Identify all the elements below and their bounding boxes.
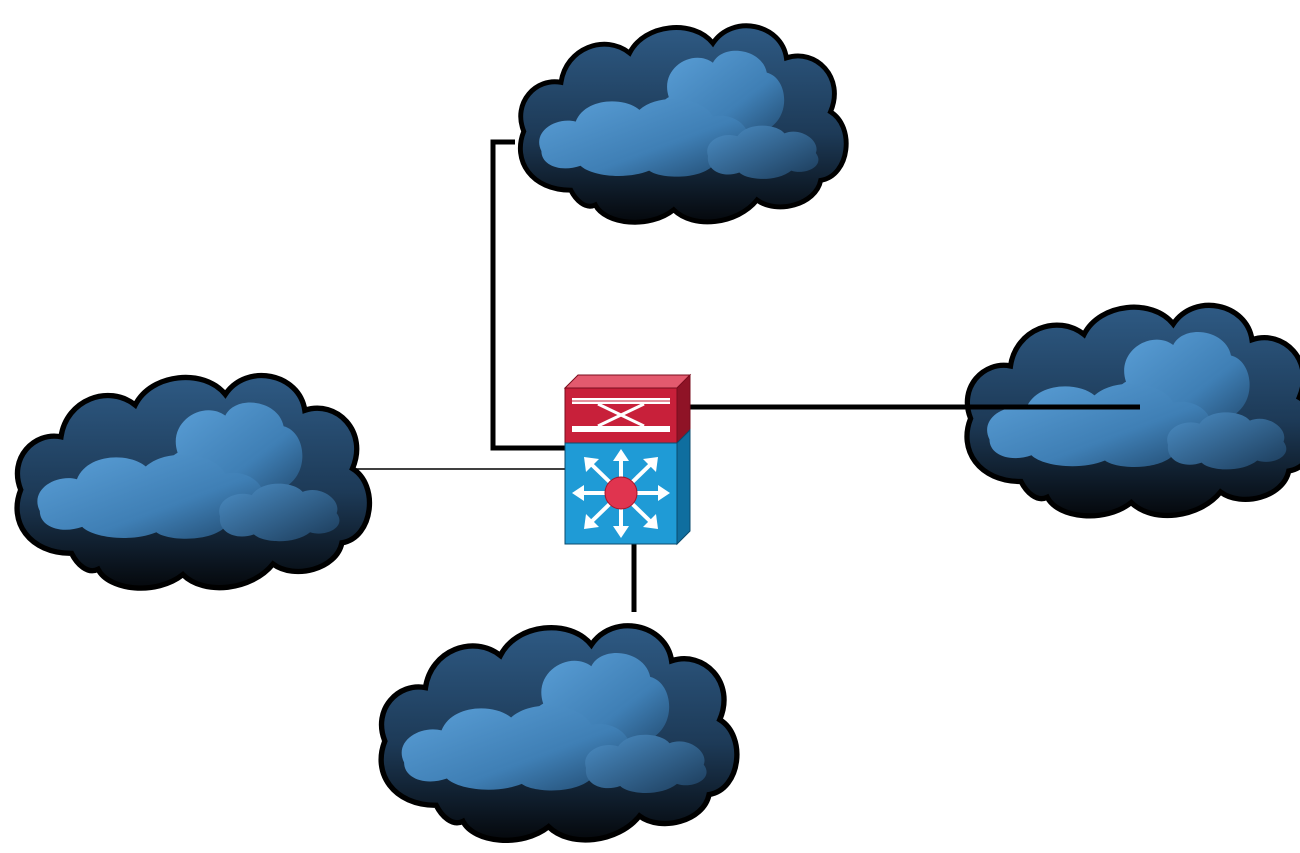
cloud-bottom-icon	[381, 626, 737, 841]
firewall-module-icon	[563, 373, 692, 445]
switch-center-dot	[604, 476, 638, 510]
link-top	[490, 139, 565, 451]
cloud-left-icon	[17, 376, 369, 589]
cloud-top-icon	[520, 26, 846, 222]
multilayer-switch-icon	[563, 373, 692, 546]
cloud-right-icon	[967, 305, 1300, 516]
